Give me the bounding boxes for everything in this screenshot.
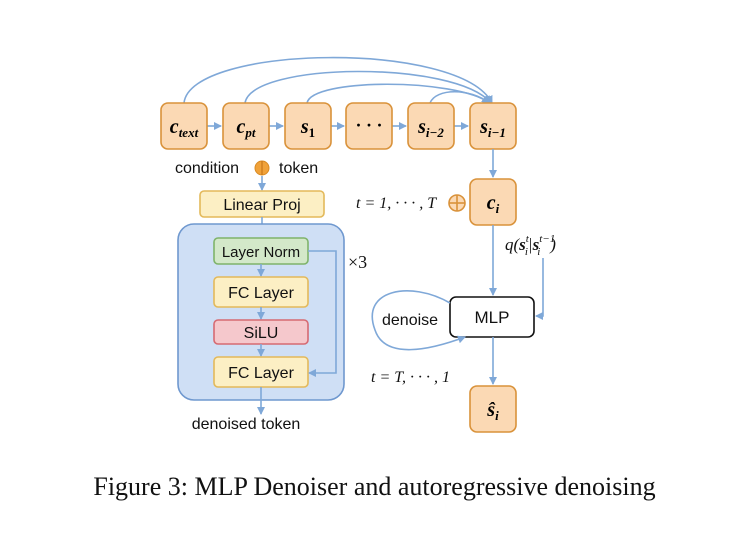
token-s-hat-i-base: ŝ [486, 399, 496, 421]
arc-s1 [306, 83, 491, 104]
token-s-i-minus-1: si−1 [469, 102, 517, 150]
token-dots-label: · · · [355, 115, 382, 135]
svg-text:ŝi: ŝi [486, 399, 499, 423]
condition-label: condition [175, 160, 239, 177]
fc-layer-2-label: FC Layer [228, 365, 294, 382]
silu-label: SiLU [244, 325, 279, 342]
attention-arcs [183, 56, 493, 104]
svg-text:si−2: si−2 [417, 116, 444, 140]
token-s1-base: s [300, 116, 309, 138]
arc-cpt [244, 70, 492, 104]
t-forward-label: t = 1, · · · , T [356, 195, 437, 212]
arc-si2 [429, 91, 490, 104]
token-label: token [279, 160, 318, 177]
q-tm1-sup: t−1 [539, 233, 555, 245]
mlp-label: MLP [475, 308, 510, 327]
token-s1: s1 [284, 102, 332, 150]
denoised-token-label: denoised token [192, 416, 301, 433]
token-s1-sub: 1 [309, 125, 316, 140]
svg-text:ci: ci [487, 192, 500, 216]
token-s-hat-i [469, 385, 517, 433]
figure-caption: Figure 3: MLP Denoiser and autoregressiv… [93, 472, 656, 501]
svg-text:cpt: cpt [236, 116, 255, 140]
token-s-i-minus-2-base: s [417, 116, 426, 138]
q-t-sup: t [526, 233, 530, 245]
svg-text:si−1: si−1 [479, 116, 506, 140]
q-to-mlp-arrow [535, 258, 544, 320]
mlp-box [449, 296, 535, 338]
oplus-icon [448, 194, 466, 212]
token-c-i-sub: i [496, 201, 500, 216]
token-c-text-base: c [170, 116, 179, 138]
q-bar: | [528, 235, 533, 254]
token-s-i-minus-1-base: s [479, 116, 488, 138]
q-open: q( [505, 235, 521, 254]
layer-norm-label: Layer Norm [222, 244, 300, 261]
arc-ctext [183, 56, 493, 104]
q-close: ) [549, 235, 556, 254]
token-row: ctext cpt s1 · · · si−2 [160, 102, 517, 150]
token-dots: · · · [345, 102, 393, 150]
denoise-loop-arrow [371, 290, 466, 351]
denoise-label: denoise [382, 312, 438, 329]
q-s1: s [518, 235, 526, 254]
token-c-text-sub: text [179, 125, 199, 140]
linear-proj-label: Linear Proj [223, 197, 300, 214]
token-s-i-minus-2: si−2 [407, 102, 455, 150]
token-c-pt-base: c [236, 116, 245, 138]
repeat-label: ×3 [348, 252, 367, 272]
token-c-i-base: c [487, 192, 496, 214]
token-s-i-minus-1-sub: i−1 [488, 125, 506, 140]
q-i-sub: i [525, 246, 528, 258]
fc-layer-1-label: FC Layer [228, 285, 294, 302]
svg-text:ctext: ctext [170, 116, 199, 140]
svg-text:s1: s1 [300, 116, 315, 140]
residual-loop-arrow [308, 250, 337, 377]
token-c-pt: cpt [222, 102, 270, 150]
q-s2: s [532, 235, 540, 254]
token-c-pt-sub: pt [244, 125, 256, 140]
token-s-i-minus-2-sub: i−2 [426, 125, 444, 140]
token-c-text: ctext [160, 102, 208, 150]
q-i-sub2: i [537, 246, 540, 258]
t-reverse-label: t = T, · · · , 1 [371, 369, 450, 386]
token-s-hat-i-sub: i [495, 408, 499, 423]
